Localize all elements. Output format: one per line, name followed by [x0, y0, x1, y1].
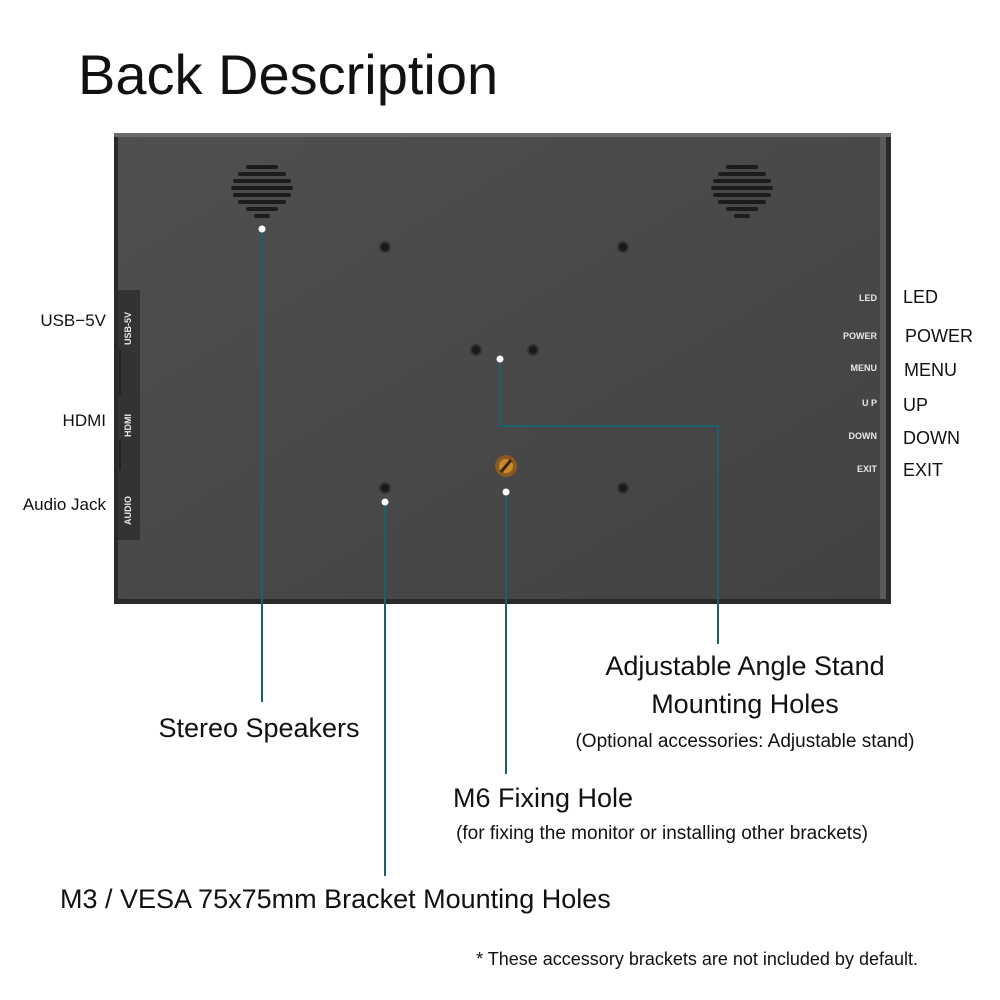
- speaker-grille-right: [711, 165, 773, 218]
- panel-label-hdmi: HDMI: [123, 414, 133, 437]
- port-strip: [118, 290, 140, 540]
- leader-dots: [258, 225, 510, 506]
- label-menu: MENU: [904, 360, 957, 380]
- label-power: POWER: [905, 326, 973, 346]
- label-up: UP: [903, 395, 928, 415]
- callout-m6-note: (for fixing the monitor or installing ot…: [456, 823, 868, 844]
- panel-label-audio: AUDIO: [123, 496, 133, 525]
- callout-stand-line2: Mounting Holes: [651, 689, 839, 719]
- svg-text:U P: U P: [862, 398, 877, 408]
- leader-lines: [261, 229, 719, 876]
- button-labels: LED POWER MENU UP DOWN EXIT: [903, 287, 973, 480]
- svg-text:DOWN: DOWN: [849, 431, 878, 441]
- page-title: Back Description: [78, 43, 498, 106]
- callout-speakers: Stereo Speakers: [158, 713, 359, 743]
- label-audio: Audio Jack: [23, 495, 107, 514]
- speaker-grille-left: [231, 165, 293, 218]
- svg-text:EXIT: EXIT: [857, 464, 878, 474]
- label-led: LED: [903, 287, 938, 307]
- callout-stand-note: (Optional accessories: Adjustable stand): [575, 731, 914, 752]
- svg-text:LED: LED: [859, 293, 878, 303]
- m6-fixing-hole: [495, 455, 517, 477]
- label-exit: EXIT: [903, 460, 943, 480]
- callout-stand-line1: Adjustable Angle Stand: [605, 651, 884, 681]
- label-hdmi: HDMI: [63, 411, 106, 430]
- stand-mounting-holes: [470, 344, 539, 356]
- callout-m6: M6 Fixing Hole: [453, 783, 633, 813]
- panel-button-labels: LED POWER MENU U P DOWN EXIT: [843, 293, 878, 474]
- footnote: * These accessory brackets are not inclu…: [476, 949, 918, 969]
- panel-label-usb: USB-5V: [123, 312, 133, 345]
- leader-stand: [499, 359, 719, 644]
- svg-text:MENU: MENU: [851, 363, 878, 373]
- callout-m3: M3 / VESA 75x75mm Bracket Mounting Holes: [60, 884, 611, 914]
- label-down: DOWN: [903, 428, 960, 448]
- vesa-mounting-holes: [379, 241, 629, 494]
- svg-text:POWER: POWER: [843, 331, 878, 341]
- label-usb: USB−5V: [40, 311, 106, 330]
- monitor-back-panel: USB-5V HDMI AUDIO: [114, 133, 891, 604]
